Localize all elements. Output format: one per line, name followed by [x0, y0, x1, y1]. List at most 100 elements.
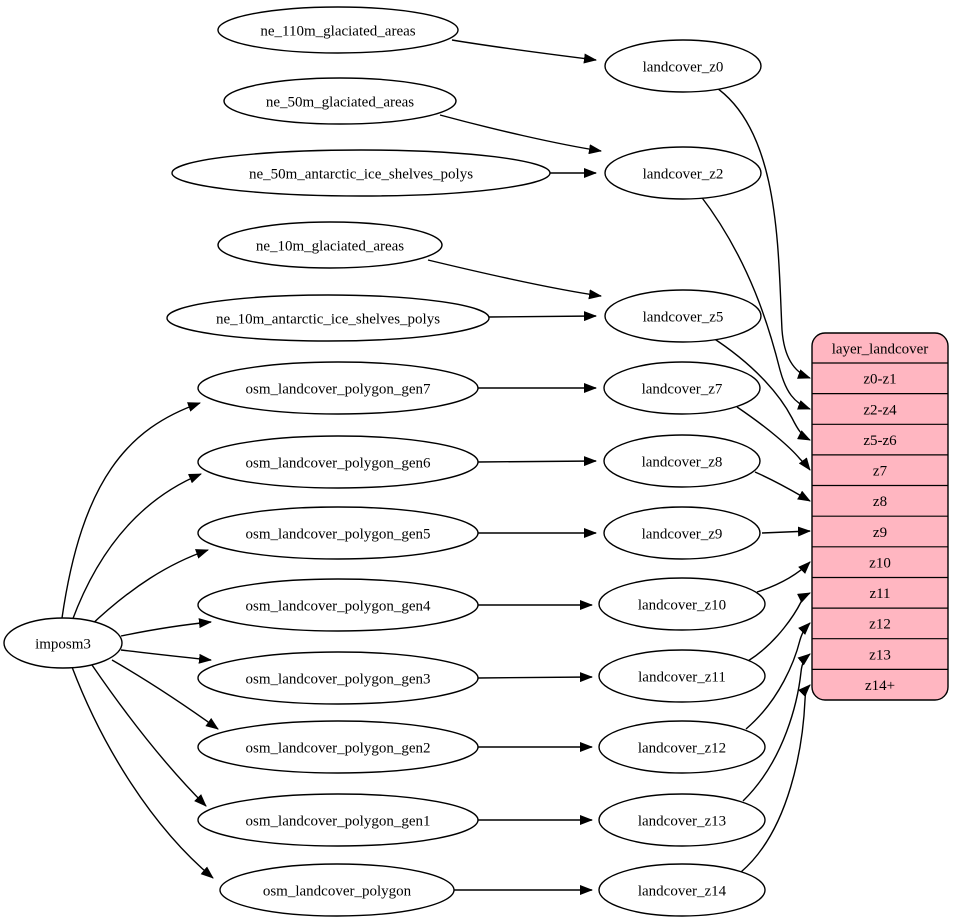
node-landcover-z7: landcover_z7	[603, 361, 761, 415]
source-label: osm_landcover_polygon_gen7	[246, 381, 431, 397]
intermediate-label: landcover_z0	[643, 59, 724, 75]
table-row-z0-z1: z0-z1	[863, 372, 896, 388]
edge-imposm3-gen1	[91, 664, 207, 807]
node-landcover-z10: landcover_z10	[598, 577, 766, 631]
source-label: ne_50m_glaciated_areas	[266, 94, 414, 110]
node-imposm3: imposm3	[3, 617, 123, 669]
node-ne-10m-glaciated-areas: ne_10m_glaciated_areas	[217, 221, 443, 269]
table-row-z12: z12	[869, 617, 891, 633]
edge-z7-row	[736, 406, 811, 471]
edge-ne110m-z0	[451, 39, 597, 64]
node-ne-110m-glaciated-areas: ne_110m_glaciated_areas	[217, 6, 459, 54]
intermediate-ellipse	[604, 289, 762, 343]
intermediate-label: landcover_z9	[642, 526, 723, 542]
edge-gen3-z11	[477, 672, 593, 683]
node-landcover-z13: landcover_z13	[598, 793, 766, 847]
edge-imposm3-gen3	[120, 649, 212, 664]
node-landcover-z14: landcover_z14	[598, 863, 766, 917]
intermediate-label: landcover_z14	[638, 883, 727, 899]
source-label: osm_landcover_polygon	[263, 883, 412, 899]
intermediate-ellipse	[603, 361, 761, 415]
intermediate-ellipse	[598, 649, 766, 703]
node-osm-landcover-polygon-gen3: osm_landcover_polygon_gen3	[197, 651, 479, 705]
intermediate-label: landcover_z11	[638, 669, 726, 685]
edge-imposm3-gen4	[120, 618, 212, 637]
node-osm-landcover-polygon-gen7: osm_landcover_polygon_gen7	[197, 361, 479, 415]
edge-z11-row	[747, 592, 811, 662]
imposm3-ellipse	[3, 617, 123, 669]
node-ne-10m-antarctic-ice-shelves-polys: ne_10m_antarctic_ice_shelves_polys	[166, 294, 490, 342]
source-label: osm_landcover_polygon_gen4	[246, 598, 431, 614]
edge-z9-row	[761, 526, 811, 537]
source-label: osm_landcover_polygon_gen2	[246, 740, 431, 756]
source-ellipse	[197, 793, 479, 847]
table-row-z13: z13	[869, 647, 891, 663]
table-title: layer_landcover	[832, 341, 929, 357]
edge-imposm3-gen5	[87, 549, 209, 629]
node-landcover-z11: landcover_z11	[598, 649, 766, 703]
source-ellipse	[197, 435, 479, 489]
source-ellipse	[217, 6, 459, 54]
table-row-z14plus: z14+	[865, 678, 895, 694]
table-row-z5-z6: z5-z6	[863, 433, 897, 449]
node-osm-landcover-polygon-gen4: osm_landcover_polygon_gen4	[197, 578, 479, 632]
intermediate-ellipse	[603, 434, 761, 488]
node-landcover-z9: landcover_z9	[603, 506, 761, 560]
source-ellipse	[171, 149, 551, 197]
table-row-z11: z11	[869, 586, 890, 602]
edge-z0-row	[713, 85, 811, 379]
node-landcover-z8: landcover_z8	[603, 434, 761, 488]
layer-landcover-table: layer_landcover z0-z1 z2-z4 z5-z6 z7 z8 …	[811, 332, 949, 701]
intermediate-label: landcover_z7	[642, 381, 723, 397]
edge-imposm3-gen2	[111, 659, 219, 730]
edge-z13-row	[742, 653, 811, 802]
edge-z12-row	[745, 622, 811, 730]
node-landcover-z0: landcover_z0	[604, 39, 762, 93]
node-landcover-z2: landcover_z2	[604, 146, 762, 200]
intermediate-ellipse	[598, 793, 766, 847]
intermediate-label: landcover_z2	[643, 166, 724, 182]
edge-layer	[61, 39, 811, 895]
source-label: ne_50m_antarctic_ice_shelves_polys	[249, 166, 473, 182]
intermediate-label: landcover_z13	[638, 813, 726, 829]
source-label: osm_landcover_polygon_gen6	[246, 455, 431, 471]
intermediate-ellipse	[598, 577, 766, 631]
table-row-z7: z7	[873, 463, 888, 479]
table-row-z10: z10	[869, 555, 891, 571]
source-label: osm_landcover_polygon_gen1	[246, 813, 431, 829]
edge-z10-row	[756, 561, 811, 593]
intermediate-ellipse	[598, 720, 766, 774]
table-row-z2-z4: z2-z4	[863, 402, 897, 418]
intermediate-ellipse	[598, 863, 766, 917]
imposm3-label: imposm3	[35, 636, 91, 652]
node-osm-landcover-polygon-gen2: osm_landcover_polygon_gen2	[197, 720, 479, 774]
node-osm-landcover-polygon-gen6: osm_landcover_polygon_gen6	[197, 435, 479, 489]
source-ellipse	[197, 506, 479, 560]
source-ellipse	[197, 361, 479, 415]
source-label: osm_landcover_polygon_gen5	[246, 526, 431, 542]
edge-imposm3-polygon	[71, 666, 214, 879]
intermediate-label: landcover_z10	[638, 597, 726, 613]
table-row-z9: z9	[873, 525, 887, 541]
source-label: ne_10m_glaciated_areas	[256, 238, 404, 254]
intermediate-ellipse	[604, 39, 762, 93]
intermediate-label: landcover_z8	[642, 454, 723, 470]
intermediate-label: landcover_z12	[638, 740, 726, 756]
edge-imposm3-gen6	[71, 473, 202, 622]
edge-ne10m-glaciated-z5	[427, 259, 602, 300]
node-landcover-z5: landcover_z5	[604, 289, 762, 343]
edge-z8-row	[754, 471, 811, 502]
source-ellipse	[197, 578, 479, 632]
node-ne-50m-antarctic-ice-shelves-polys: ne_50m_antarctic_ice_shelves_polys	[171, 149, 551, 197]
edge-imposm3-gen7	[61, 402, 201, 619]
node-ne-50m-glaciated-areas: ne_50m_glaciated_areas	[223, 77, 457, 125]
source-label: ne_10m_antarctic_ice_shelves_polys	[216, 311, 440, 327]
table-row-z8: z8	[873, 494, 887, 510]
intermediate-label: landcover_z5	[643, 309, 724, 325]
edge-z2-row	[699, 194, 811, 410]
edge-z5-row	[709, 335, 811, 441]
edge-ne50m-glaciated-z2	[439, 114, 602, 155]
source-ellipse	[217, 221, 443, 269]
